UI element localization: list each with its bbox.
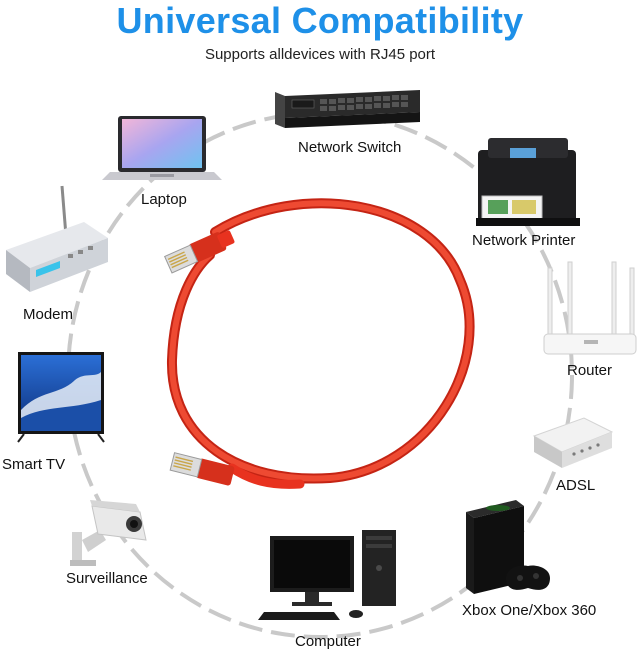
label-network-switch: Network Switch (298, 139, 402, 156)
rj45-connector-top (163, 230, 235, 274)
console-icon (466, 500, 550, 594)
label-surveillance: Surveillance (66, 570, 148, 587)
label-xbox: Xbox One/Xbox 360 (462, 602, 597, 619)
label-router: Router (567, 362, 613, 379)
adsl-icon (532, 417, 614, 468)
router-icon (543, 261, 637, 355)
label-laptop: Laptop (141, 191, 187, 208)
tv-icon (17, 352, 105, 443)
ethernet-cable (166, 198, 475, 489)
page-subtitle: Supports alldevices with RJ45 port (204, 46, 436, 63)
camera-icon (70, 500, 147, 566)
modem-icon (6, 185, 108, 292)
rj45-connector-bottom (169, 452, 235, 486)
label-modem: Modem (23, 306, 74, 323)
label-smart-tv: Smart TV (2, 456, 66, 473)
printer-icon (476, 138, 580, 226)
page-title: Universal Compatibility (116, 0, 524, 41)
label-network-printer: Network Printer (472, 232, 576, 249)
label-computer: Computer (295, 633, 361, 650)
label-adsl: ADSL (556, 477, 596, 494)
network-switch-icon (275, 90, 420, 128)
computer-icon (258, 530, 396, 620)
laptop-icon (102, 116, 222, 180)
